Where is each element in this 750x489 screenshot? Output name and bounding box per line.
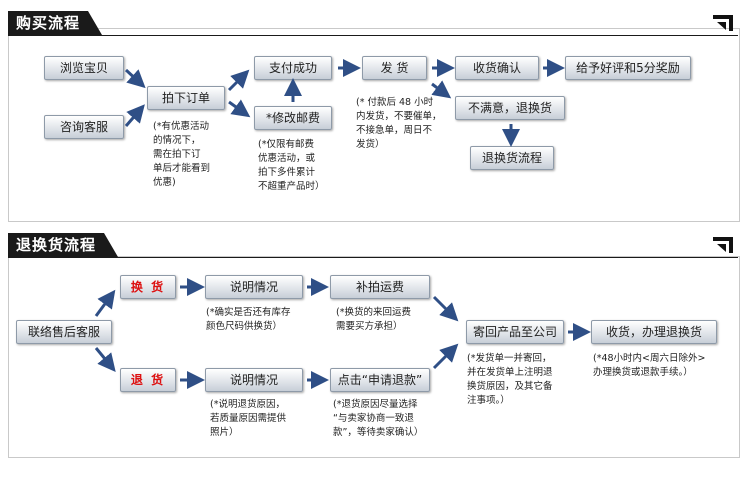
return-flow-step: 退换货流程	[470, 146, 554, 170]
unhappy-step: 不满意，退换货	[455, 96, 565, 120]
browse-step: 浏览宝贝	[44, 56, 124, 80]
header-rule	[8, 35, 738, 36]
apply-refund-step: 点击“申请退款”	[330, 368, 430, 392]
send-back-note: (*发货单一并寄回， 并在发货单上注明退 换货原因，及其它备 注事项。）	[467, 353, 553, 406]
ship-note: (* 付款后 48 小时 内发货，不要催单， 不接急单，周日不 发货）	[356, 97, 442, 150]
corner-bracket-icon	[711, 13, 739, 33]
returns-title: 退换货流程	[8, 233, 119, 257]
order-step: 拍下订单	[147, 86, 225, 110]
consult-step: 咨询客服	[44, 115, 124, 139]
header-rule	[8, 257, 738, 258]
blue-arrow-icon	[432, 343, 459, 370]
blue-arrow-icon	[227, 69, 250, 92]
blue-arrow-icon	[124, 68, 146, 89]
modify-note: (*仅限有邮费 优惠活动，或 拍下多件累计 不超重产品时）	[258, 139, 325, 192]
purchase-title: 购买流程	[8, 11, 103, 35]
order-note: (*有优惠活动 的情况下， 需在拍下订 单后才能看到 优惠)	[153, 121, 211, 188]
ship-step: 发 货	[362, 56, 427, 80]
explain-exchange-note: (*确实是否还有库存 颜色尺码供换货）	[206, 307, 291, 332]
pay-shipping-step: 补拍运费	[330, 275, 430, 299]
explain-exchange-step: 说明情况	[205, 275, 303, 299]
receive-step: 收货确认	[455, 56, 539, 80]
send-back-step: 寄回产品至公司	[466, 320, 564, 344]
apply-refund-note: (*退货原因尽量选择 “与卖家协商一致退 款”，等待卖家确认）	[333, 399, 424, 438]
explain-refund-note: (*说明退货原因， 若质量原因需提供 照片）	[210, 399, 287, 438]
contact-service-step: 联络售后客服	[16, 320, 112, 344]
pay-step: 支付成功	[254, 56, 332, 80]
modify-shipping-step: *修改邮费	[254, 106, 332, 130]
refund-step: 退 货	[120, 368, 176, 392]
purchase-header: 购买流程	[8, 11, 738, 36]
exchange-step: 换 货	[120, 275, 176, 299]
explain-refund-step: 说明情况	[205, 368, 303, 392]
handle-return-note: (*48小时内<周六日除外> 办理换货或退款手续。）	[593, 353, 706, 378]
blue-arrow-icon	[124, 104, 145, 127]
corner-bracket-icon	[711, 235, 739, 255]
blue-arrow-icon	[228, 99, 251, 118]
blue-arrow-icon	[94, 347, 116, 372]
review-step: 给予好评和5分奖励	[565, 56, 691, 80]
blue-arrow-icon	[432, 295, 459, 322]
blue-arrow-icon	[94, 289, 116, 317]
handle-return-step: 收货，办理退换货	[591, 320, 717, 344]
blue-arrow-icon	[431, 80, 452, 99]
shipping-fee-note: (*换货的来回运费 需要买方承担）	[336, 307, 411, 332]
returns-header: 退换货流程	[8, 233, 738, 258]
